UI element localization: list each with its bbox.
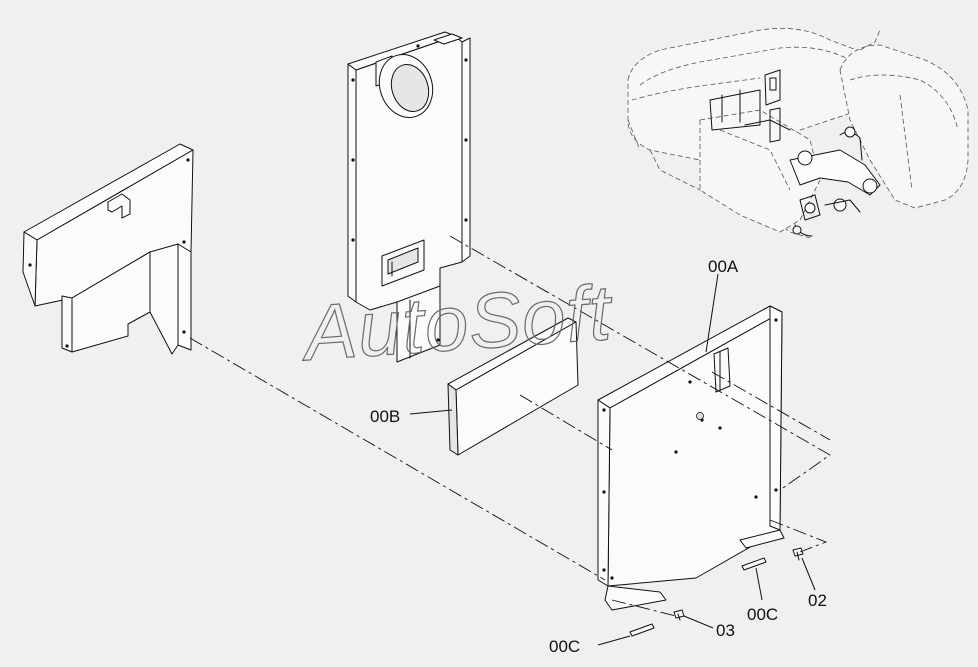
strip-00C-left [629, 623, 655, 637]
foam-pad-00B [447, 317, 579, 456]
tall-rear-panel [347, 31, 471, 363]
callout-leaders [409, 273, 816, 646]
callout-00C-left: 00C [549, 637, 580, 656]
left-bracket-panel [22, 143, 194, 355]
bolt-02 [792, 547, 804, 561]
frame-panel-00A [597, 305, 785, 611]
bolt-03 [673, 609, 685, 621]
alignment-lines [189, 235, 831, 617]
machine-overview-inset [627, 28, 969, 239]
callout-00A: 00A [708, 257, 739, 276]
callout-00B: 00B [370, 407, 400, 426]
callout-02: 02 [808, 591, 827, 610]
callout-03: 03 [716, 621, 735, 640]
strip-00C-right [741, 557, 767, 571]
callout-00C-right: 00C [747, 605, 778, 624]
